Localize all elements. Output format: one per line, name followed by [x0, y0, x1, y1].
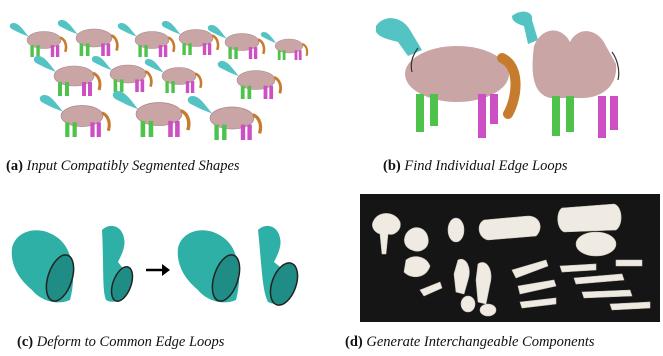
before-head-shape	[12, 230, 79, 304]
camel-shape	[512, 12, 619, 138]
caption-d: (d) Generate Interchangeable Components	[345, 334, 595, 350]
segmented-shapes-illustration	[4, 18, 314, 146]
after-tail-shape	[258, 226, 303, 309]
right-arrow-icon	[146, 264, 170, 276]
panel-b-figure	[362, 6, 660, 146]
caption-c: (c) Deform to Common Edge Loops	[17, 334, 224, 350]
caption-d-label: (d)	[345, 334, 363, 350]
panel-c-figure	[6, 220, 316, 320]
caption-c-text: Deform to Common Edge Loops	[37, 334, 225, 350]
caption-b: (b) Find Individual Edge Loops	[383, 158, 567, 174]
caption-a: (a) Input Compatibly Segmented Shapes	[6, 158, 240, 174]
caption-a-label: (a)	[6, 158, 23, 174]
deform-illustration	[6, 220, 316, 320]
caption-d-text: Generate Interchangeable Components	[366, 334, 594, 350]
panel-a-figure	[4, 18, 314, 146]
shape-row-3	[40, 91, 261, 140]
caption-a-text: Input Compatibly Segmented Shapes	[27, 158, 240, 174]
caption-b-text: Find Individual Edge Loops	[404, 158, 567, 174]
panel-d-photo	[360, 194, 660, 322]
after-head-shape	[178, 230, 245, 304]
caption-b-label: (b)	[383, 158, 401, 174]
horse-shape	[376, 18, 516, 138]
printed-components-photo	[360, 194, 660, 322]
caption-c-label: (c)	[17, 334, 33, 350]
edge-loops-illustration	[362, 6, 660, 146]
before-tail-shape	[102, 226, 137, 304]
shape-row-1	[10, 20, 307, 60]
printed-parts	[372, 204, 650, 316]
shape-row-2	[34, 56, 281, 99]
